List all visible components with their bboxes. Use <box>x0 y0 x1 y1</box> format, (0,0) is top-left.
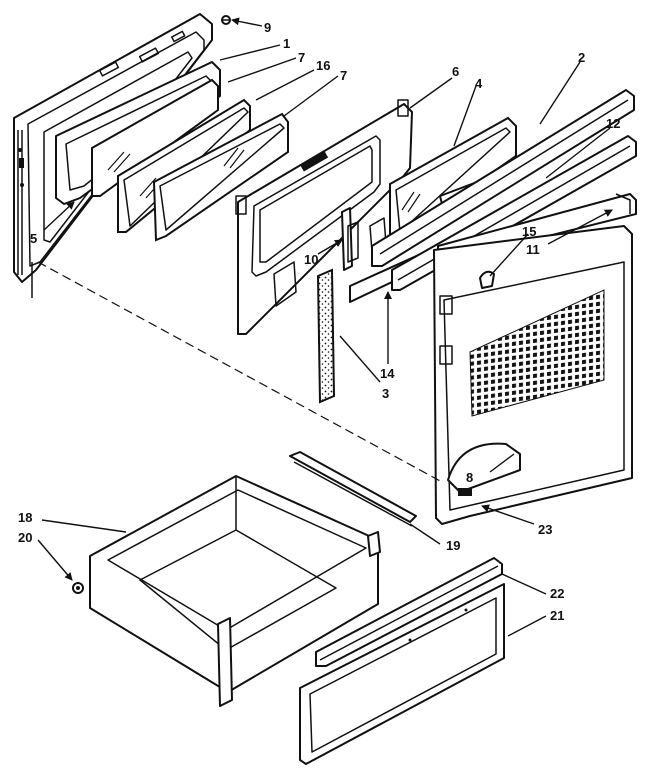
drawer-body <box>89 475 381 707</box>
callout-11: 14 <box>380 366 395 381</box>
door-insulation-strip <box>316 268 336 404</box>
callout-18: 18 <box>18 510 32 525</box>
callout-4: 4 <box>475 76 483 91</box>
callout-9: 9 <box>264 20 271 35</box>
hinge-bracket <box>341 207 359 271</box>
leader-lines <box>37 17 613 637</box>
callout-2: 2 <box>578 50 585 65</box>
callout-8: 10 <box>304 252 318 267</box>
door-top-trim <box>371 89 635 267</box>
alignment-line <box>37 261 443 483</box>
callout-20: 20 <box>18 530 32 545</box>
drawer-front-panel <box>299 583 505 765</box>
callout-7a: 7 <box>298 50 305 65</box>
callout-22: 22 <box>550 586 564 601</box>
callout-21: 21 <box>550 608 564 623</box>
callout-10: 8 <box>466 470 473 485</box>
drawer-bolt <box>72 582 84 594</box>
callout-6: 6 <box>452 64 459 79</box>
drawer-rail <box>289 451 417 527</box>
callout-15: 15 <box>522 224 536 239</box>
callout-3: 3 <box>382 386 389 401</box>
callout-23: 23 <box>538 522 552 537</box>
callout-19: 19 <box>446 538 460 553</box>
callout-14: 12 <box>606 116 620 131</box>
callout-7b: 7 <box>340 68 347 83</box>
door-hinge-rod <box>17 130 33 298</box>
door-glass-pane <box>91 78 219 197</box>
callout-12: 11 <box>526 242 540 257</box>
callout-16: 16 <box>316 58 330 73</box>
callout-5: 5 <box>30 231 37 246</box>
door-screw <box>221 15 231 25</box>
door-glass-pane-7 <box>152 112 289 242</box>
outer-door-panel <box>433 225 633 525</box>
inner-door-liner <box>235 99 413 335</box>
callout-1: 1 <box>283 36 290 51</box>
